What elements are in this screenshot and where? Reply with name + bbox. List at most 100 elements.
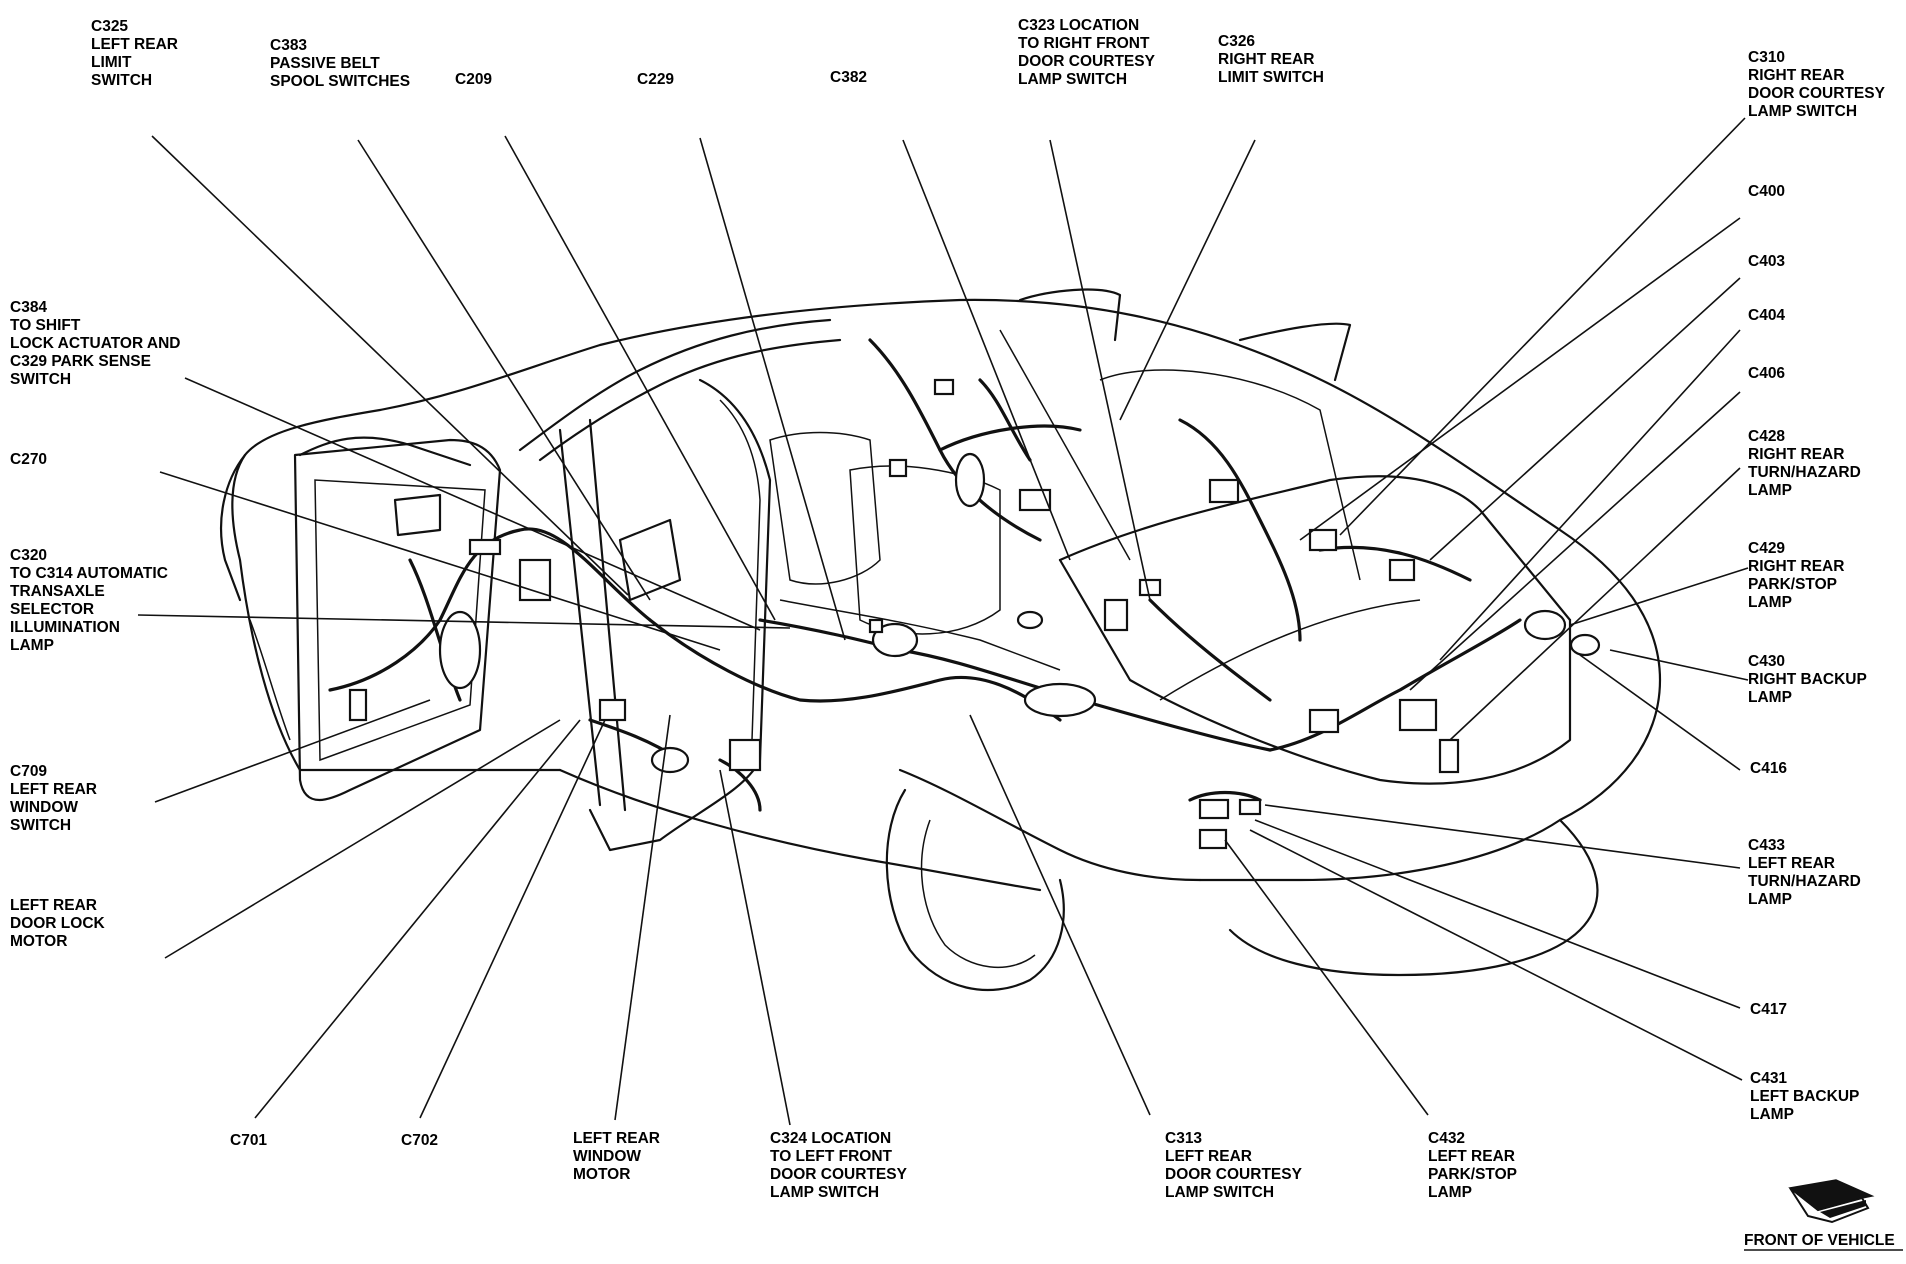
callout-line: C229 — [637, 71, 674, 88]
callout-line: MOTOR — [10, 933, 67, 950]
callout-line: DOOR COURTESY — [1165, 1166, 1303, 1183]
callout-line: C429 — [1748, 540, 1785, 557]
callout-line: TRANSAXLE — [10, 583, 105, 600]
callout-line: C400 — [1748, 183, 1785, 200]
callout-line: C329 PARK SENSE — [10, 353, 151, 370]
callout-line: C209 — [455, 71, 492, 88]
callout-line: TURN/HAZARD — [1748, 873, 1861, 890]
callout-line: C383 — [270, 37, 307, 54]
callout-line: LEFT BACKUP — [1750, 1088, 1859, 1105]
callout-line: LAMP — [1428, 1184, 1472, 1201]
label-c382: C382 — [830, 69, 867, 86]
callout-line: LAMP — [1748, 482, 1792, 499]
callout-line: LEFT REAR — [10, 781, 97, 798]
callout-line: C326 — [1218, 33, 1255, 50]
label-c702: C702 — [401, 1132, 438, 1149]
callout-line: WINDOW — [10, 799, 78, 816]
callout-line: C404 — [1748, 307, 1785, 324]
callout-line: LEFT REAR — [10, 897, 97, 914]
callout-line: C701 — [230, 1132, 267, 1149]
leader-lines — [137, 117, 1749, 1126]
callout-line: LEFT REAR — [573, 1130, 660, 1147]
callout-line: C310 — [1748, 49, 1785, 66]
callout-line: C416 — [1750, 760, 1787, 777]
label-c416: C416 — [1750, 760, 1787, 777]
callout-line: C382 — [830, 69, 867, 86]
label-c209: C209 — [455, 71, 492, 88]
front-arrow-icon — [1788, 1179, 1875, 1224]
callout-line: PARK/STOP — [1428, 1166, 1517, 1183]
callout-line: C323 LOCATION — [1018, 17, 1139, 34]
label-c417: C417 — [1750, 1001, 1787, 1018]
callout-line: LAMP SWITCH — [1748, 103, 1857, 120]
callout-line: C431 — [1750, 1070, 1787, 1087]
callout-line: C433 — [1748, 837, 1785, 854]
callout-line: TO C314 AUTOMATIC — [10, 565, 168, 582]
callout-line: SWITCH — [91, 72, 152, 89]
callout-line: C325 — [91, 18, 128, 35]
callout-line: LEFT REAR — [91, 36, 178, 53]
label-c701: C701 — [230, 1132, 267, 1149]
callout-line: RIGHT REAR — [1218, 51, 1314, 68]
callout-line: RIGHT BACKUP — [1748, 671, 1867, 688]
front-of-vehicle-label: FRONT OF VEHICLE — [1744, 1232, 1895, 1249]
callout-line: C320 — [10, 547, 47, 564]
callout-line: DOOR COURTESY — [1018, 53, 1156, 70]
label-c229: C229 — [637, 71, 674, 88]
callout-line: SWITCH — [10, 371, 71, 388]
callout-line: LIMIT — [91, 54, 132, 71]
callout-line: C428 — [1748, 428, 1785, 445]
callout-line: RIGHT REAR — [1748, 558, 1844, 575]
label-c403: C403 — [1748, 253, 1785, 270]
callout-line: C384 — [10, 299, 47, 316]
callout-line: LAMP SWITCH — [770, 1184, 879, 1201]
callout-line: ILLUMINATION — [10, 619, 120, 636]
callout-line: RIGHT REAR — [1748, 67, 1844, 84]
callout-line: LEFT REAR — [1748, 855, 1835, 872]
callout-line: LIMIT SWITCH — [1218, 69, 1324, 86]
callout-line: SELECTOR — [10, 601, 94, 618]
label-c406: C406 — [1748, 365, 1785, 382]
vehicle-illustration — [219, 288, 1662, 992]
callout-line: C430 — [1748, 653, 1785, 670]
label-c400: C400 — [1748, 183, 1785, 200]
callout-line: C417 — [1750, 1001, 1787, 1018]
callout-line: C403 — [1748, 253, 1785, 270]
callout-line: TURN/HAZARD — [1748, 464, 1861, 481]
callout-line: DOOR LOCK — [10, 915, 106, 932]
callout-line: RIGHT REAR — [1748, 446, 1844, 463]
callout-line: WINDOW — [573, 1148, 641, 1165]
callout-line: LAMP — [1748, 594, 1792, 611]
callout-line: C406 — [1748, 365, 1785, 382]
callout-line: C709 — [10, 763, 47, 780]
callout-line: LAMP — [10, 637, 54, 654]
callout-line: PARK/STOP — [1748, 576, 1837, 593]
callout-line: C432 — [1428, 1130, 1465, 1147]
callout-line: PASSIVE BELT — [270, 55, 380, 72]
callout-line: TO SHIFT — [10, 317, 81, 334]
callout-line: TO LEFT FRONT — [770, 1148, 893, 1165]
callout-line: LOCK ACTUATOR AND — [10, 335, 181, 352]
callout-line: LAMP — [1748, 689, 1792, 706]
callout-line: LAMP — [1750, 1106, 1794, 1123]
callout-line: C324 LOCATION — [770, 1130, 891, 1147]
callout-line: C313 — [1165, 1130, 1202, 1147]
callout-line: DOOR COURTESY — [1748, 85, 1886, 102]
callout-line: LAMP — [1748, 891, 1792, 908]
